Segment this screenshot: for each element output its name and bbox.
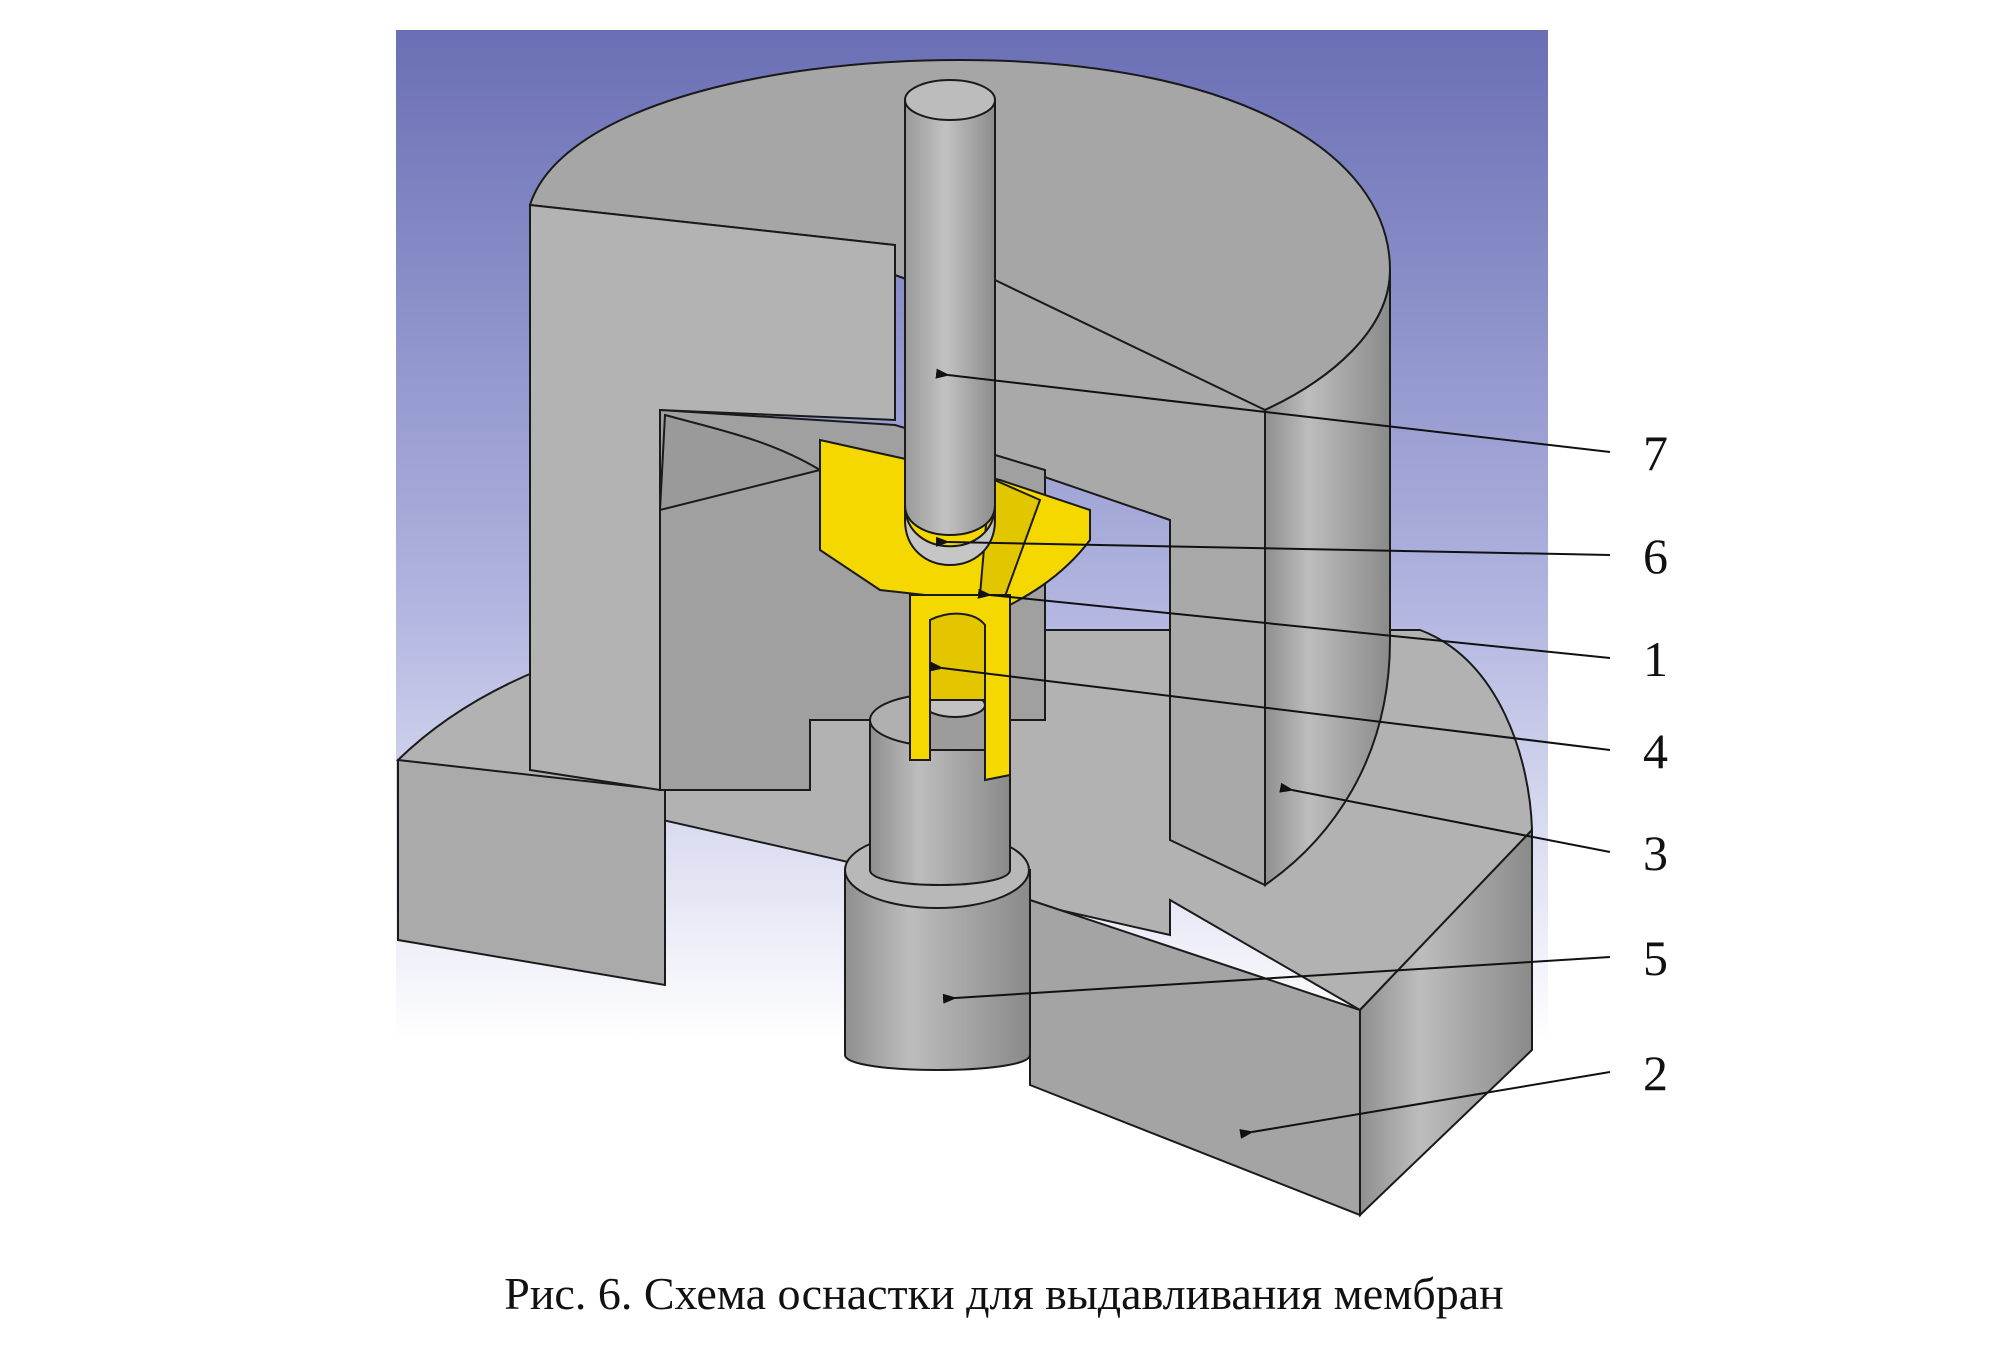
callout-2: 2 (1643, 1045, 1668, 1101)
leader-lines (929, 368, 1611, 1139)
leader-4 (929, 661, 1611, 751)
leader-5 (942, 956, 1611, 1004)
callout-7: 7 (1643, 425, 1668, 481)
part-7-punch (904, 79, 996, 566)
part-6-punch-tip (904, 504, 996, 566)
part-5-bottom-plug (844, 692, 1031, 1071)
callout-5: 5 (1643, 930, 1668, 986)
leader-2 (1239, 1071, 1611, 1139)
part-4-workpiece-sleeve (909, 594, 1011, 782)
leader-7 (935, 368, 1611, 453)
callout-labels: 7 6 1 4 3 5 2 (1643, 425, 1668, 1101)
leader-6 (935, 536, 1611, 556)
callout-4: 4 (1643, 723, 1668, 779)
callout-6: 6 (1643, 528, 1668, 584)
leader-3 (1279, 782, 1611, 853)
callout-3: 3 (1643, 825, 1668, 881)
leader-1 (977, 588, 1611, 659)
callout-1: 1 (1643, 631, 1668, 687)
figure-caption: Рис. 6. Схема оснастки для выдавливания … (504, 1268, 1504, 1319)
